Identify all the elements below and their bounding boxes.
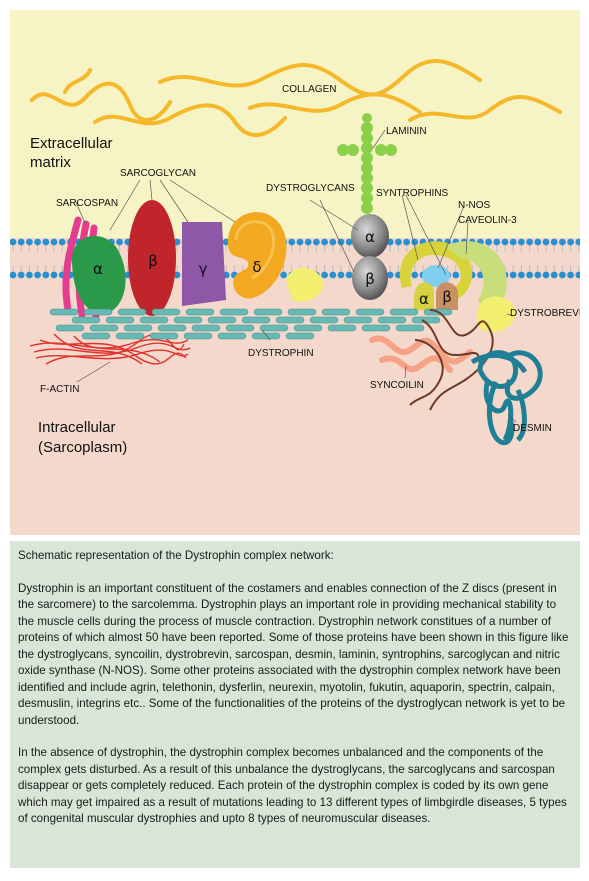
syn-beta-label: β <box>442 288 452 306</box>
sarcoglycan-beta <box>128 200 176 316</box>
label-sarcoglycan: SARCOGLYCAN <box>120 168 196 179</box>
label-sarcospan: SARCOSPAN <box>56 198 118 209</box>
label-syntrophins: SYNTROPHINS <box>376 188 449 199</box>
label-nnos: N-NOS <box>458 200 491 211</box>
label-caveolin: CAVEOLIN-3 <box>458 215 517 226</box>
dystrophin-complex-diagram: α β γ δ α β α β COLLAGEN LAMININ Extrace… <box>9 10 589 535</box>
label-extracellular-1: Extracellular <box>30 135 113 152</box>
syntrophin-beta <box>436 282 458 310</box>
sg-alpha-label: α <box>93 260 103 278</box>
dystrobrevin <box>478 296 516 333</box>
sg-delta-label: δ <box>252 258 261 276</box>
syn-alpha-label: α <box>419 290 429 308</box>
nnos <box>422 265 450 287</box>
sarcoglycan-alpha <box>72 235 126 314</box>
desmin <box>470 350 543 445</box>
syntrophin-alpha <box>414 282 434 310</box>
label-intracellular-1: Intracellular <box>38 419 116 436</box>
dystrobrevin-left-blob <box>286 267 324 302</box>
label-laminin: LAMININ <box>386 126 427 137</box>
dystrophin-rods <box>49 308 453 340</box>
label-desmin: DESMIN <box>513 423 552 434</box>
label-syncoilin: SYNCOILIN <box>370 380 424 391</box>
laminin <box>337 113 397 214</box>
sg-gamma-label: γ <box>199 260 208 278</box>
dystroglycan-alpha <box>351 214 389 258</box>
label-intracellular-2: (Sarcoplasm) <box>38 439 127 456</box>
leader-lines <box>74 129 517 423</box>
label-f-actin: F-ACTIN <box>40 384 79 395</box>
sg-beta-label: β <box>148 252 158 270</box>
collagen-fibers <box>30 59 562 137</box>
f-actin <box>29 333 191 365</box>
caption-paragraph-2: In the absence of dystrophin, the dystro… <box>18 746 567 825</box>
caption-panel: Schematic representation of the Dystroph… <box>10 541 580 868</box>
extracellular-region <box>10 10 580 242</box>
label-dystroglycans: DYSTROGLYCANS <box>266 183 355 194</box>
caption-paragraph-1: Dystrophin is an important constituent o… <box>18 581 569 727</box>
label-extracellular-2: matrix <box>30 154 71 171</box>
caveolin <box>446 241 507 307</box>
label-dystrophin: DYSTROPHIN <box>248 348 314 359</box>
label-dystrobrevin: DYSTROBREVIN <box>510 308 580 319</box>
label-collagen: COLLAGEN <box>282 84 336 95</box>
brown-coils <box>409 309 494 411</box>
caption-title: Schematic representation of the Dystroph… <box>18 549 334 562</box>
sarcoglycan-gamma <box>182 222 226 306</box>
dg-beta-label: β <box>365 270 375 288</box>
sarcoglycan-delta <box>227 212 287 299</box>
dystroglycan-beta <box>352 256 388 300</box>
dg-alpha-label: α <box>365 228 375 246</box>
